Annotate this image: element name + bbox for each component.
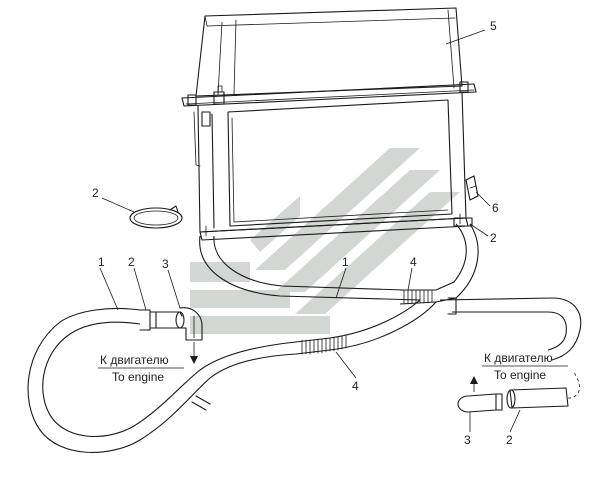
callout-5: 5 (490, 19, 497, 33)
corrugated-section-upper (399, 289, 437, 305)
callout-6: 6 (492, 201, 499, 215)
callout-2-ring: 2 (92, 186, 99, 200)
leader-lines (99, 29, 521, 433)
heater-flange (181, 81, 477, 107)
bracket-item-6 (465, 175, 479, 201)
callout-labels: 5 6 2 2 1 2 3 1 4 4 3 2 (92, 19, 513, 447)
right-fittings (457, 371, 580, 413)
callout-3-left: 3 (162, 257, 169, 271)
caption-left: К двигателю To engine (98, 353, 184, 384)
caption-right: К двигателю To engine (482, 351, 568, 382)
callout-2-right-bottom: 2 (506, 433, 513, 447)
corrugated-section-lower (301, 335, 347, 355)
hose-right-long (439, 297, 582, 361)
caption-right-en: To engine (494, 368, 546, 382)
caption-left-ru: К двигателю (100, 353, 169, 367)
callout-4-lower: 4 (352, 379, 359, 393)
callout-2-right-top: 2 (490, 231, 497, 245)
caption-left-en: To engine (112, 370, 164, 384)
left-fittings (139, 307, 203, 364)
clamp-ring (129, 205, 183, 229)
callout-4-upper: 4 (410, 255, 417, 269)
callout-3-right: 3 (464, 433, 471, 447)
heater-housing-top (195, 7, 463, 97)
hose-lower-s (27, 299, 437, 453)
caption-right-ru: К двигателю (484, 351, 553, 365)
callout-1-left: 1 (98, 255, 105, 269)
callout-1-middle: 1 (342, 255, 349, 269)
hose-middle (199, 235, 437, 305)
logo-watermark-icon (190, 148, 460, 334)
callout-2-left-hose: 2 (128, 255, 135, 269)
hose-right-elbow (435, 217, 479, 303)
